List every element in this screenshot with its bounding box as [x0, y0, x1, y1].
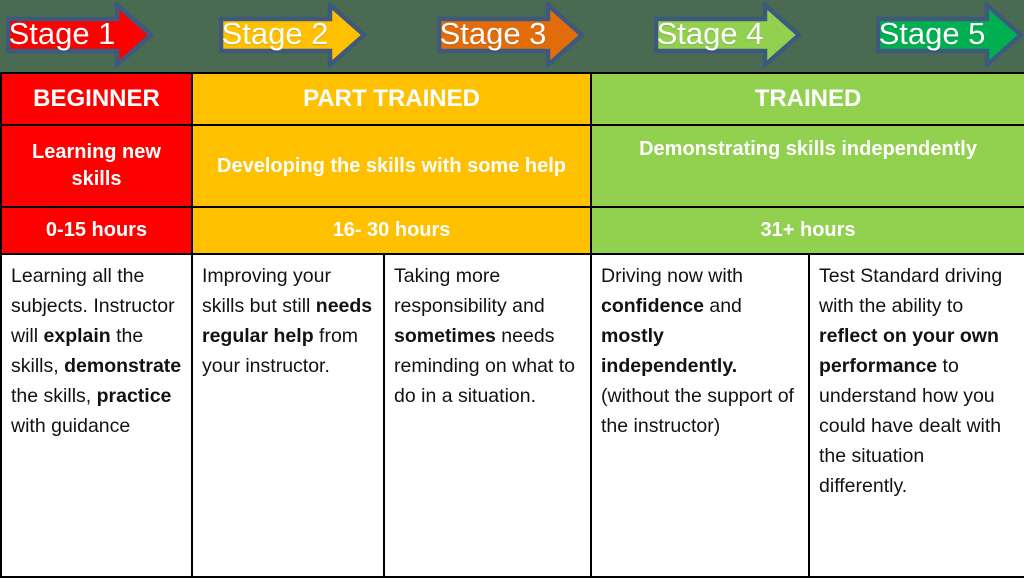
stage-2-detail-cell: Improving your skills but still needs re… [191, 253, 385, 578]
right-arrow-icon [6, 2, 154, 68]
right-arrow-icon [654, 2, 802, 68]
stage-4-label: Stage 4 [656, 16, 764, 51]
trained-label: TRAINED [754, 85, 862, 112]
stage-1-arrow: Stage 1 [6, 2, 154, 68]
right-arrow-icon [876, 2, 1024, 68]
hours-part-trained-label: 16- 30 hours [332, 219, 451, 241]
stage-3-label: Stage 3 [439, 16, 547, 51]
cell-hours-part-trained: 16- 30 hours [190, 206, 593, 255]
cell-hours-trained: 31+ hours [590, 206, 1024, 255]
stage-2-arrow: Stage 2 [219, 2, 367, 68]
cell-trained: TRAINED [590, 72, 1024, 126]
cell-beginner: BEGINNER [0, 72, 193, 126]
training-stages-table: BEGINNER PART TRAINED TRAINED Learning n… [0, 72, 1024, 578]
cell-beginner-desc: Learning new skills [0, 124, 193, 208]
stage-2-label: Stage 2 [221, 16, 329, 51]
stage-4-detail-text: Driving now with confidence and mostly i… [601, 265, 794, 437]
hours-beginner-label: 0-15 hours [45, 219, 148, 241]
cell-hours-beginner: 0-15 hours [0, 206, 193, 255]
stage-1-detail-cell: Learning all the subjects. Instructor wi… [0, 253, 193, 578]
stage-4-arrow: Stage 4 [654, 2, 802, 68]
level-row: BEGINNER PART TRAINED TRAINED [0, 72, 1024, 126]
stage-2-detail-text: Improving your skills but still needs re… [202, 265, 373, 377]
stage-5-arrow: Stage 5 [876, 2, 1024, 68]
description-row: Learning new skills Developing the skill… [0, 124, 1024, 208]
trained-desc-label: Demonstrating skills independently [639, 138, 977, 160]
detail-row: Learning all the subjects. Instructor wi… [0, 253, 1024, 578]
cell-part-trained-desc: Developing the skills with some help [190, 124, 593, 208]
stage-3-detail-cell: Taking more responsibility and sometimes… [382, 253, 593, 578]
beginner-label: BEGINNER [33, 85, 160, 112]
beginner-desc-label: Learning new skills [32, 141, 161, 190]
part-trained-desc-label: Developing the skills with some help [217, 154, 566, 177]
stage-1-detail-text: Learning all the subjects. Instructor wi… [11, 265, 182, 437]
cell-trained-desc: Demonstrating skills independently [590, 124, 1024, 208]
stage-5-label: Stage 5 [878, 16, 986, 51]
stage-3-arrow: Stage 3 [437, 2, 585, 68]
stage-5-detail-text: Test Standard driving with the ability t… [819, 265, 1003, 497]
right-arrow-icon [437, 2, 585, 68]
hours-row: 0-15 hours 16- 30 hours 31+ hours [0, 206, 1024, 255]
stage-5-detail-cell: Test Standard driving with the ability t… [808, 253, 1024, 578]
stage-3-detail-text: Taking more responsibility and sometimes… [394, 265, 576, 407]
stage-4-detail-cell: Driving now with confidence and mostly i… [590, 253, 811, 578]
hours-trained-label: 31+ hours [760, 219, 856, 241]
stage-arrows-row: Stage 1 Stage 2 Stage 3 Stage 4 Stage 5 [0, 0, 1024, 72]
cell-part-trained: PART TRAINED [190, 72, 593, 126]
part-trained-label: PART TRAINED [303, 85, 480, 112]
stage-1-label: Stage 1 [8, 16, 116, 51]
right-arrow-icon [219, 2, 367, 68]
